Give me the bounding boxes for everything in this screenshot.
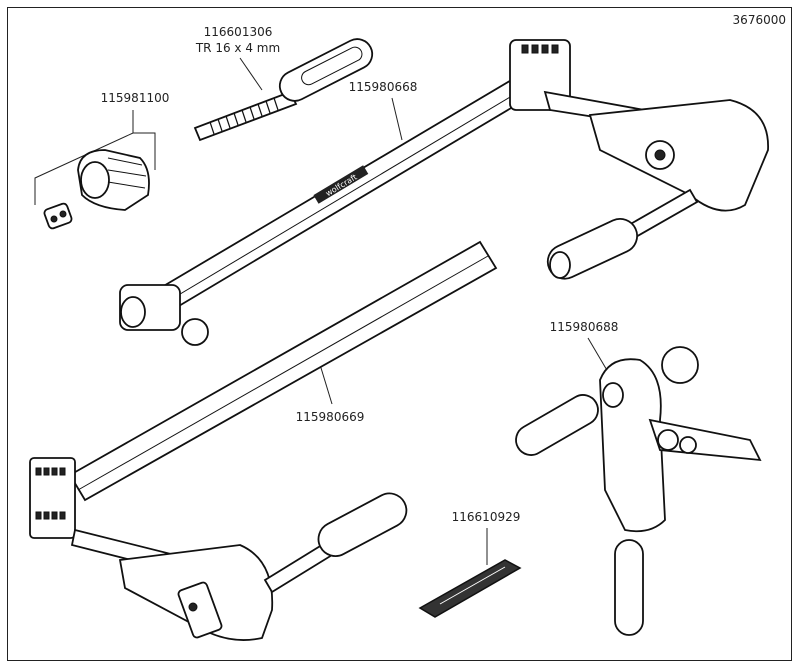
lower-bar-illustration — [29, 240, 498, 641]
pad-plate-part-number: 116610929 — [452, 510, 521, 524]
clip-set-illustration — [43, 149, 150, 230]
upper-bar-illustration: wolfcraft — [119, 39, 769, 346]
diagram-frame — [7, 7, 792, 661]
clamp-head-part-number: 115980688 — [550, 320, 619, 334]
label-pad-plate: 116610929 — [452, 510, 521, 565]
spindle-part-number: 116601306 — [204, 25, 273, 39]
pad-plate-illustration — [418, 559, 522, 618]
label-spindle: 116601306 TR 16 x 4 mm — [195, 25, 280, 91]
clamp-head-illustration — [515, 346, 762, 636]
label-upper-bar: 115980668 — [349, 80, 418, 141]
threaded-spindle-illustration — [193, 38, 374, 142]
label-clamp-head: 115980688 — [550, 320, 619, 373]
upper-bar-part-number: 115980668 — [349, 80, 418, 94]
label-clip-set: 115981100 — [34, 91, 170, 205]
article-number: 3676000 — [733, 13, 786, 27]
lower-bar-part-number: 115980669 — [296, 410, 365, 424]
clip-set-part-number: 115981100 — [101, 91, 170, 105]
spindle-spec: TR 16 x 4 mm — [195, 41, 280, 55]
